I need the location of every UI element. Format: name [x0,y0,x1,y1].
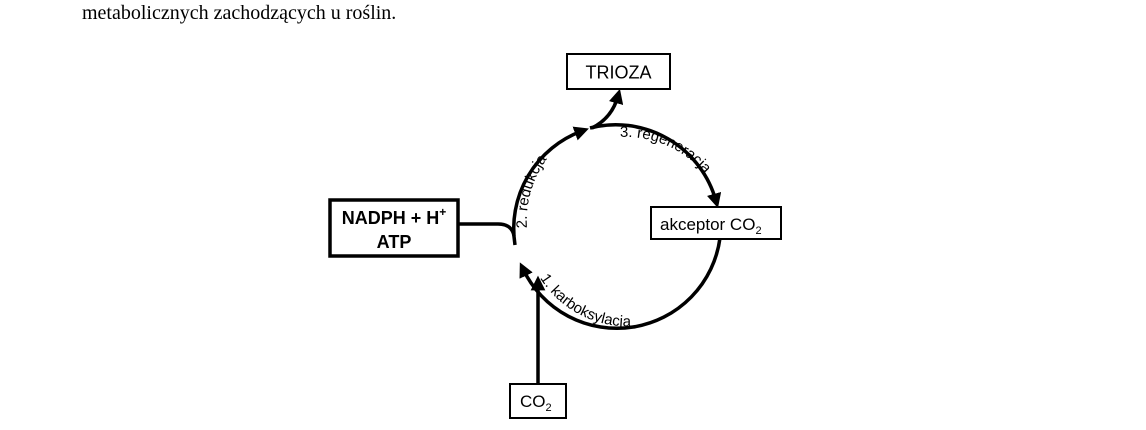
co2-subscript: 2 [546,402,552,414]
redukcja-arc [511,126,589,246]
nadph-label: NADPH + H [342,208,440,228]
co2-label: CO [520,392,546,411]
trioza-label: TRIOZA [586,63,652,83]
nadph-atp-box: NADPH + H+ ATP [328,198,460,258]
stage-regeneracja: 3. regeneracja [620,124,715,177]
akceptor-subscript: 2 [755,225,761,237]
intro-text: metabolicznych zachodzących u roślin. [82,2,397,24]
nadph-connector [459,222,516,237]
svg-text:3. regeneracja: 3. regeneracja [620,124,715,177]
svg-text:2. redukcja: 2. redukcja [514,151,551,228]
akceptor-label: akceptor CO [660,215,755,234]
svg-text:akceptor CO2: akceptor CO2 [660,215,762,237]
stage-redukcja: 2. redukcja [514,151,551,228]
atp-label: ATP [377,232,412,252]
svg-text:NADPH + H+: NADPH + H+ [342,205,447,228]
nadph-superscript: + [439,205,446,219]
trioza-box: TRIOZA [566,53,671,90]
trioza-branch-arrow [591,88,624,130]
akceptor-box: akceptor CO2 [650,206,782,240]
regeneracja-arc [589,123,722,209]
svg-text:CO2: CO2 [520,392,552,414]
karboksylacja-arc [519,237,722,331]
co2-box: CO2 [509,383,567,419]
